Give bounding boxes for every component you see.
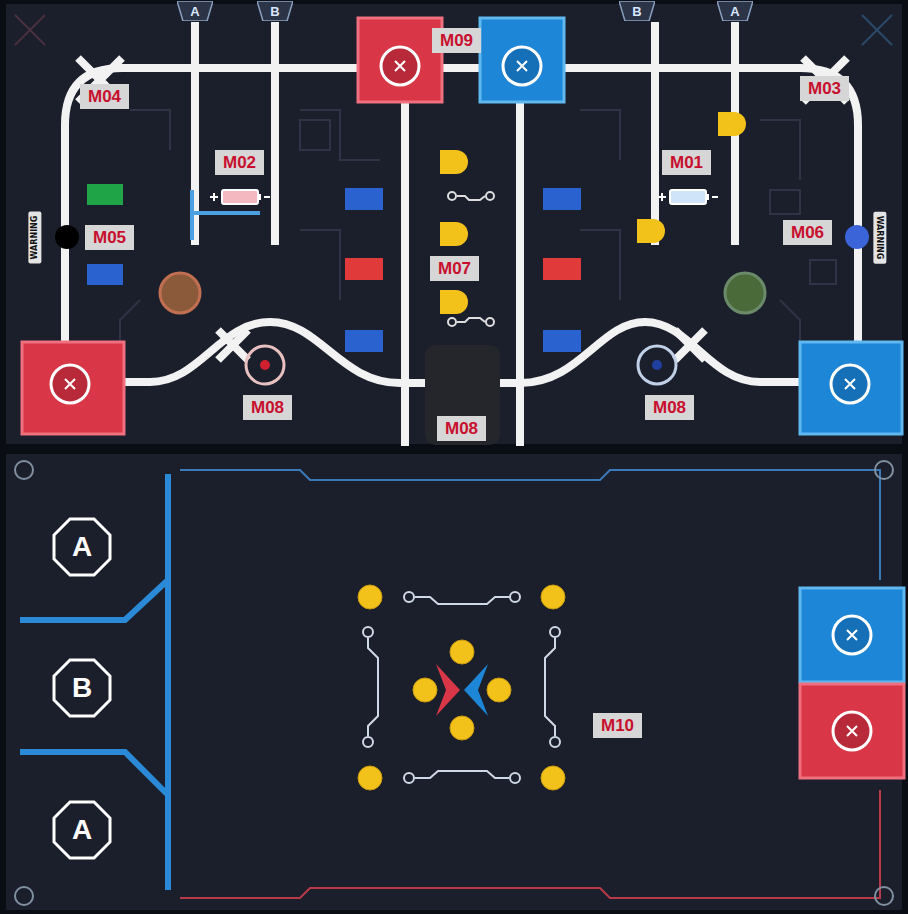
mission-label: M08 [645,395,694,420]
lane-tab: B [619,1,655,21]
mission-label: M08 [437,416,486,441]
node-text: M08 [251,398,284,417]
mission-label: M10 [593,713,642,738]
lane-tab: A [177,1,213,21]
node-text: A [730,4,739,19]
mission-label: M09 [432,28,481,53]
lane-tab: B [257,1,293,21]
field-bottom [6,454,902,910]
node-text: M06 [791,223,824,242]
mission-label: M08 [243,395,292,420]
node-text: B [270,4,279,19]
mission-label: M07 [430,256,479,281]
warning-sign: WARNING [873,212,886,264]
white-lines [65,22,858,446]
node-text: B [72,672,92,704]
game-pieces [55,112,869,384]
mission-label: M03 [800,76,849,101]
bottom-decor [15,461,893,905]
battery-symbol [192,190,718,240]
node-text: B [632,4,641,19]
zone-marker: A [51,516,113,578]
mission-label: M06 [783,220,832,245]
dark-block [425,345,500,445]
mission-label: M05 [85,225,134,250]
balls [358,585,565,790]
lane-tab: A [717,1,753,21]
warning-text: WARNING [875,216,884,260]
warning-text: WARNING [30,216,39,260]
node-text: M08 [445,419,478,438]
node-text: A [72,531,92,563]
node-text: M03 [808,79,841,98]
node-text: M10 [601,716,634,735]
start-squares [22,18,902,434]
node-text: M05 [93,228,126,247]
field-top [6,4,902,444]
bottom-squares [800,588,904,778]
node-text: A [190,4,199,19]
node-text: M01 [670,153,703,172]
zone-marker: A [51,799,113,861]
node-text: M07 [438,259,471,278]
node-text: M09 [440,31,473,50]
node-text: A [72,814,92,846]
zone-marker: B [51,657,113,719]
node-text: M08 [653,398,686,417]
mission-label: M04 [80,84,129,109]
warning-sign: WARNING [28,212,41,264]
logo [436,664,488,716]
frame [0,0,908,448]
mission-label: M02 [215,150,264,175]
node-text: M02 [223,153,256,172]
mission-label: M01 [662,150,711,175]
node-text: M04 [88,87,121,106]
